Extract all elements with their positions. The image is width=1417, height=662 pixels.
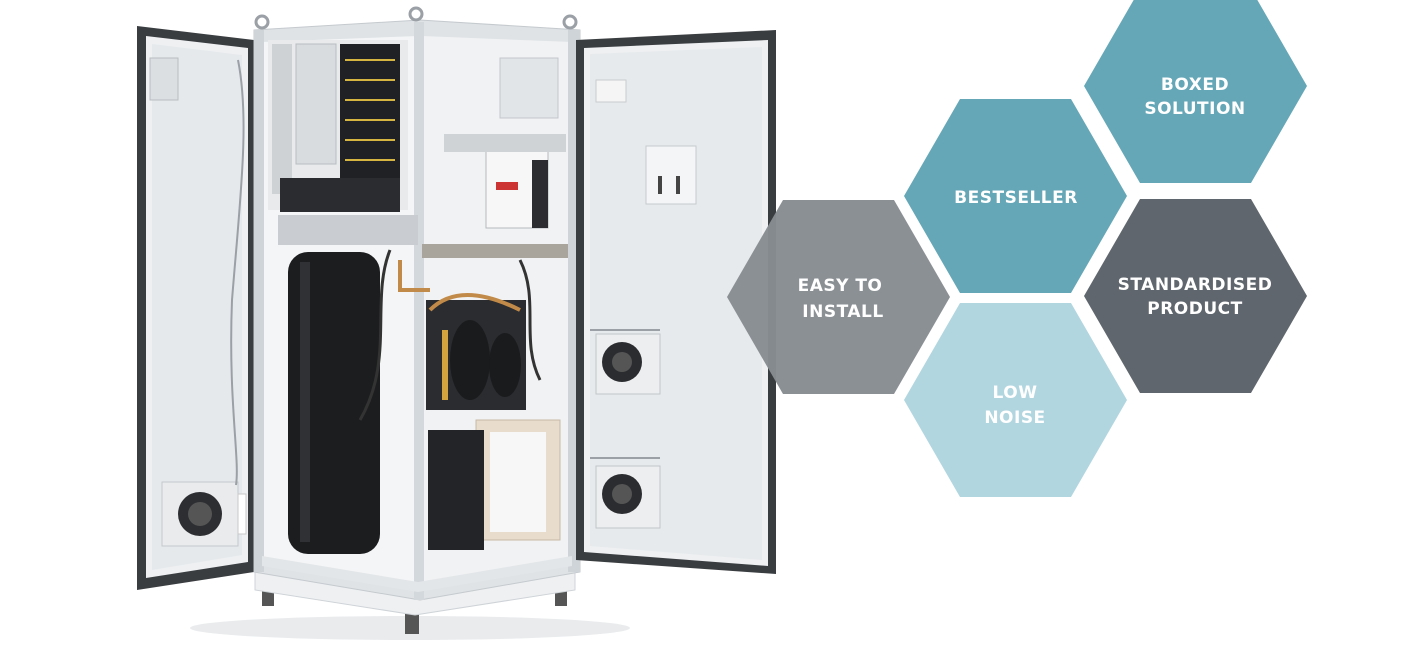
- hex-standardised-product-line2: PRODUCT: [1147, 299, 1243, 319]
- hex-low-noise-line2: NOISE: [984, 408, 1045, 428]
- feature-hexagons: BOXED SOLUTION BESTSELLER EASY TO INSTAL…: [727, 0, 1307, 497]
- hex-easy-to-install-line1: EASY TO: [798, 276, 883, 296]
- hex-low-noise: LOW NOISE: [904, 303, 1127, 497]
- left-door: [137, 26, 254, 590]
- heat-pump-cabinet-illustration: [137, 6, 776, 640]
- hex-easy-to-install: EASY TO INSTALL: [727, 200, 950, 394]
- hex-boxed-solution: BOXED SOLUTION: [1084, 0, 1307, 183]
- hex-bestseller-label: BESTSELLER: [954, 188, 1078, 208]
- hex-easy-to-install-line2: INSTALL: [802, 302, 883, 322]
- hex-standardised-product-line1: STANDARDISED: [1118, 275, 1273, 295]
- hex-bestseller: BESTSELLER: [904, 99, 1127, 293]
- hex-low-noise-line1: LOW: [993, 383, 1038, 403]
- cabinet-body: [253, 6, 581, 601]
- hex-boxed-solution-line2: SOLUTION: [1144, 99, 1245, 119]
- hex-boxed-solution-line1: BOXED: [1161, 75, 1229, 95]
- hex-standardised-product: STANDARDISED PRODUCT: [1084, 199, 1307, 393]
- right-door: [576, 30, 776, 574]
